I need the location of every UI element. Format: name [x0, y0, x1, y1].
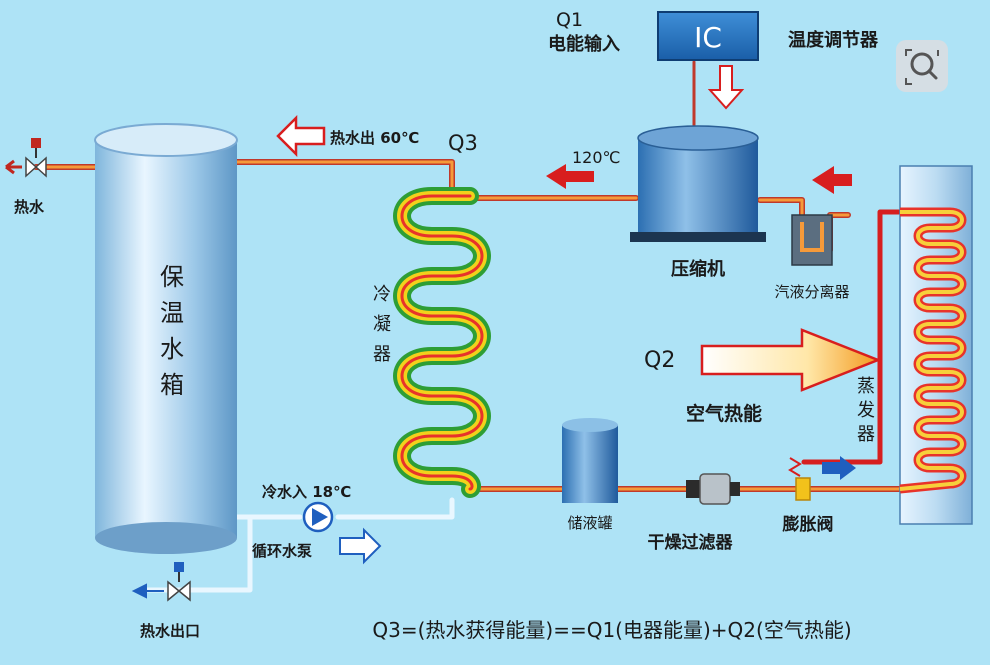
hot-water-out-arrow-icon [276, 114, 326, 158]
temp-120-label: 120℃ [572, 148, 621, 167]
tank-top [94, 123, 238, 157]
expansion-flow-arrow-icon [822, 456, 856, 480]
cold-water-flow-arrow-icon [339, 527, 382, 565]
q2-label: Q2 [644, 348, 675, 373]
hot-water-valve [5, 138, 47, 178]
hot-water-label: 热水 [14, 198, 45, 216]
receiver-top [562, 418, 618, 432]
liquid-receiver-tank [562, 418, 618, 503]
power-input-label: 电能输入 [548, 33, 620, 55]
dry-filter [686, 473, 740, 505]
air-heat-label: 空气热能 [686, 402, 762, 425]
tank-label-2: 温 [160, 299, 184, 327]
tank-label-1: 保 [160, 263, 184, 291]
condenser-label-2: 凝 [373, 314, 391, 335]
hot-water-arrow-icon [5, 159, 22, 175]
insulated-water-tank: 保 温 水 箱 [94, 123, 238, 554]
compressor-body [638, 138, 758, 236]
power-down-arrow-icon [707, 65, 745, 110]
receiver-body [562, 425, 618, 503]
outlet-arrow-icon [131, 583, 164, 599]
tank-label-4: 箱 [160, 371, 184, 399]
condenser-label-3: 器 [373, 344, 391, 365]
q3-label: Q3 [448, 131, 478, 155]
hot-water-pipe-inner [234, 160, 454, 192]
ic-label: IC [694, 21, 722, 54]
separator-label: 汽液分离器 [774, 283, 849, 301]
separator-flow-arrow-icon [812, 166, 852, 194]
compressor-top [637, 125, 759, 151]
tank-bottom [95, 522, 237, 554]
compressor-label: 压缩机 [671, 258, 725, 280]
pump-triangle-icon [312, 508, 328, 526]
circulation-pump-label: 循环水泵 [252, 542, 312, 560]
compressor [630, 125, 766, 242]
evaporator-label-2: 发 [857, 400, 875, 421]
compressor-base [630, 232, 766, 242]
expansion-valve-label: 膨胀阀 [783, 514, 834, 535]
hot-water-outlet-label: 热水出口 [140, 622, 200, 640]
air-heat-arrow-icon [700, 328, 882, 392]
evaporator-label-1: 蒸 [857, 376, 875, 397]
coil-inner [400, 194, 484, 491]
cold-water-in-label: 冷水入 18℃ [262, 483, 351, 501]
ic-box [657, 11, 759, 61]
circulation-pump [302, 501, 334, 533]
evaporator [899, 165, 973, 525]
condenser-label-1: 冷 [373, 284, 391, 305]
outlet-valve [167, 562, 191, 602]
gas-liquid-separator [791, 214, 833, 266]
separator-body [791, 214, 833, 266]
dry-filter-label: 干燥过滤器 [648, 532, 734, 553]
evaporator-coil-inner [899, 210, 964, 491]
energy-formula: Q3=(热水获得能量)==Q1(电器能量)+Q2(空气热能) [372, 618, 851, 642]
refrigerant-flow-arrow-icon [546, 164, 594, 189]
tank-label-3: 水 [160, 335, 184, 363]
image-search-icon[interactable] [896, 40, 948, 92]
valve-handle [31, 138, 41, 148]
hot-water-out-label: 热水出 60℃ [330, 129, 419, 147]
thermostat-label: 温度调节器 [788, 29, 879, 51]
evaporator-label-3: 器 [857, 424, 875, 445]
condenser-coil [393, 187, 491, 498]
liquid-tank-label: 储液罐 [567, 514, 612, 532]
expansion-valve [788, 457, 811, 501]
q1-label: Q1 [556, 9, 583, 31]
cold-water-line-2 [335, 497, 455, 520]
tank-body [95, 140, 237, 538]
valve-body [25, 156, 47, 178]
